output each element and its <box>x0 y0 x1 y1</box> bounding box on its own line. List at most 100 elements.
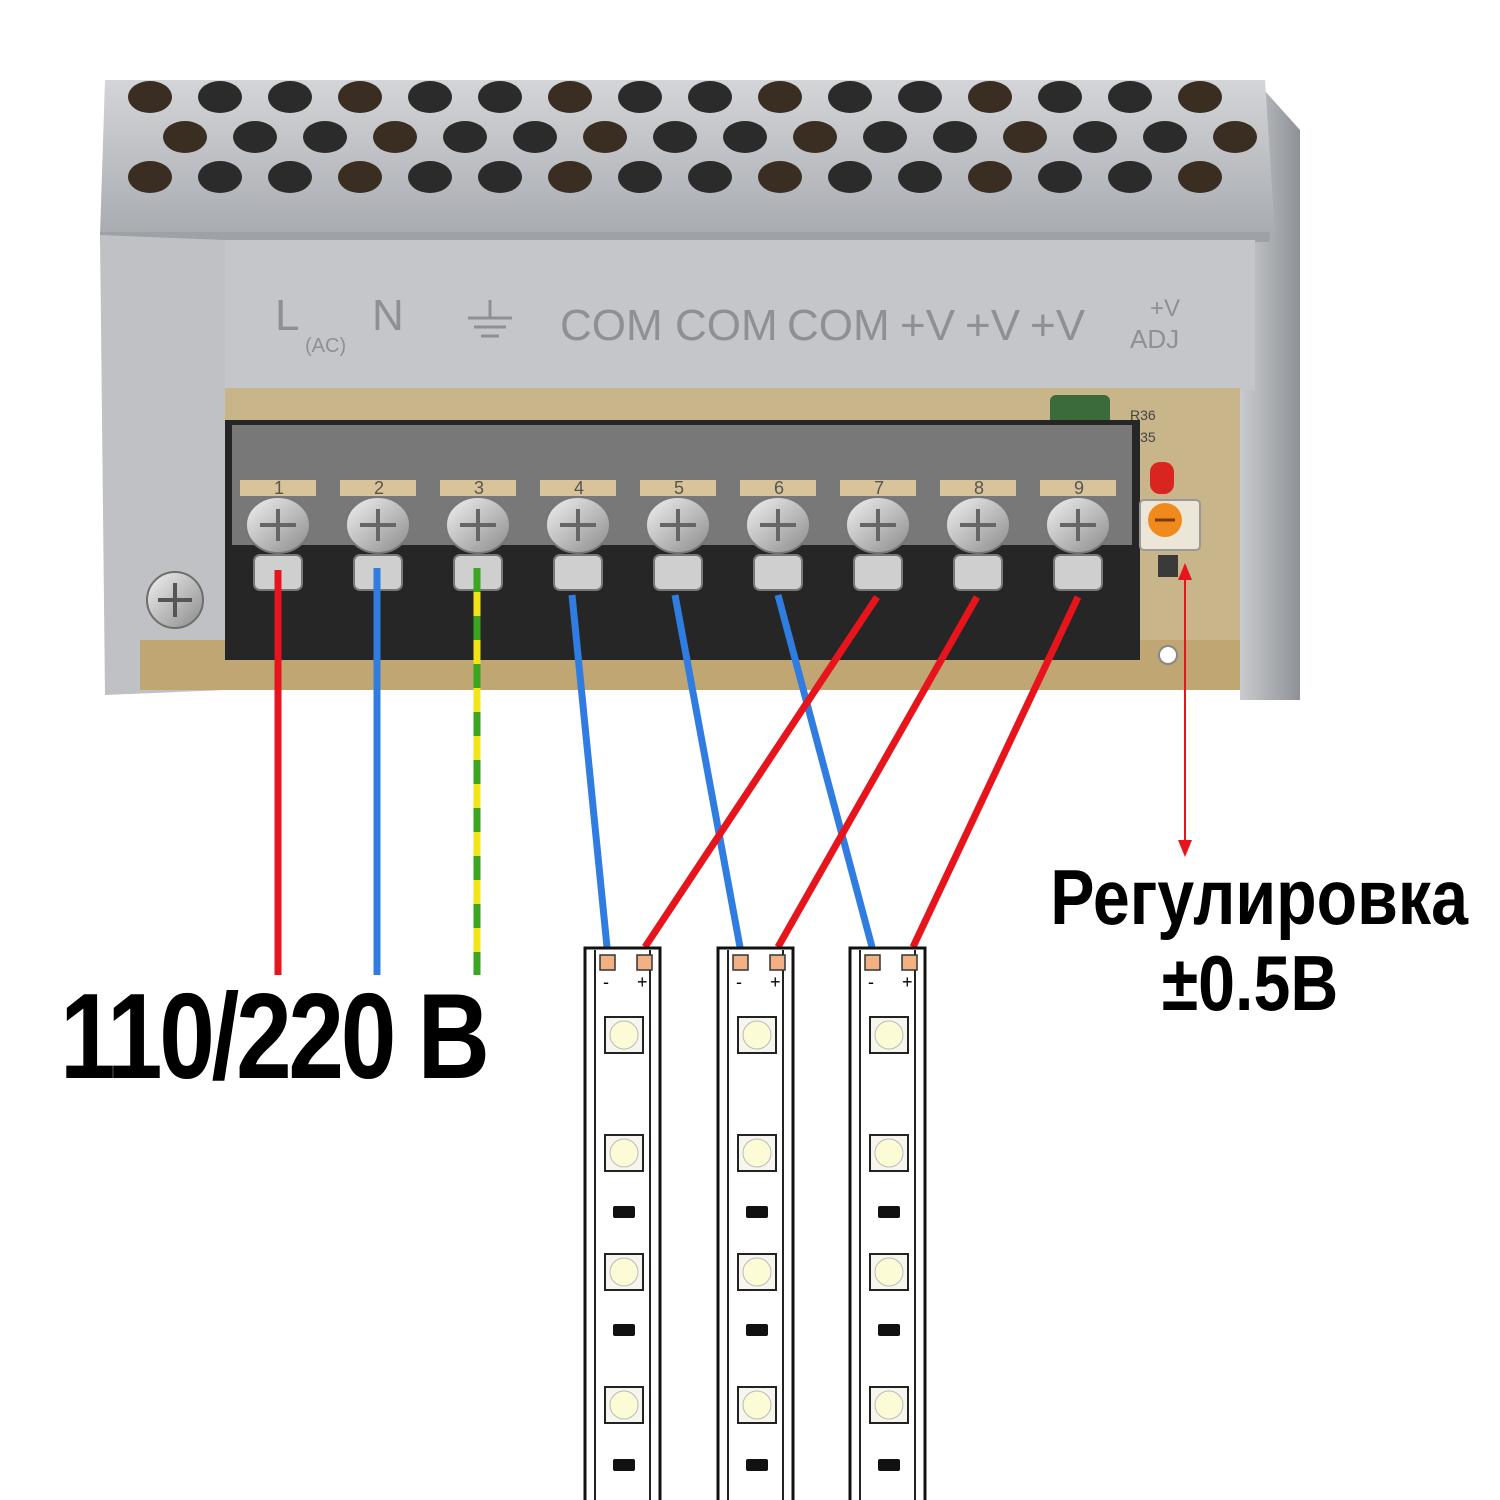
vent-hole <box>933 121 977 153</box>
vent-hole <box>583 121 627 153</box>
label-com-2: COM <box>675 301 778 350</box>
vent-hole <box>128 161 172 193</box>
led-strip-2: -+ <box>716 946 795 1500</box>
led-strip-1: -+ <box>583 946 662 1500</box>
terminal-number: 9 <box>1074 478 1084 498</box>
vent-hole <box>1108 81 1152 113</box>
strip-pad-plus <box>769 954 786 971</box>
strip-pad-plus <box>636 954 653 971</box>
led-indicator <box>1150 462 1174 494</box>
label-adj: ADJ <box>1130 324 1179 354</box>
vent-hole <box>338 161 382 193</box>
label-com-3: COM <box>787 301 890 350</box>
terminal-number-plate <box>240 480 316 496</box>
terminal-number-plate <box>740 480 816 496</box>
vent-hole <box>618 81 662 113</box>
vent-hole <box>863 121 907 153</box>
vent-hole <box>1108 161 1152 193</box>
vent-hole <box>758 161 802 193</box>
strip-resistor <box>613 1324 635 1336</box>
terminal-screw[interactable] <box>245 496 311 554</box>
vent-hole <box>618 161 662 193</box>
terminal-screw[interactable] <box>845 496 911 554</box>
strip-plus-mark: + <box>770 972 781 992</box>
psu-label-plate <box>225 240 1255 390</box>
strip-minus-mark: - <box>736 972 742 992</box>
terminal-screw[interactable] <box>1045 496 1111 554</box>
terminal-number: 1 <box>274 478 284 498</box>
label-plus-v-1: +V <box>900 301 956 350</box>
terminal-number: 7 <box>874 478 884 498</box>
strip-pad-plus <box>901 954 918 971</box>
terminal-clamp <box>753 554 803 591</box>
vent-hole <box>1038 81 1082 113</box>
strip-pad-minus <box>864 954 881 971</box>
vent-hole <box>1143 121 1187 153</box>
pcb-label-r36: R36 <box>1130 407 1156 423</box>
vent-hole <box>968 161 1012 193</box>
strip-resistor <box>878 1459 900 1471</box>
terminal-screw[interactable] <box>945 496 1011 554</box>
terminal-number-plate <box>640 480 716 496</box>
vent-hole <box>828 81 872 113</box>
adjust-label: Регулировка ±0.5В <box>1050 853 1468 1027</box>
psu-top-cover <box>100 80 1275 235</box>
vent-hole <box>513 121 557 153</box>
vent-hole <box>653 121 697 153</box>
terminal-number-plate <box>440 480 516 496</box>
vent-hole <box>198 81 242 113</box>
vent-hole <box>548 161 592 193</box>
vent-hole <box>408 81 452 113</box>
vent-hole <box>1213 121 1257 153</box>
positive-wire-strip-3 <box>909 595 1082 949</box>
adjust-label-line2: ±0.5В <box>1161 938 1339 1027</box>
input-voltage-label: 110/220 В <box>60 968 490 1104</box>
vent-hole <box>1178 161 1222 193</box>
terminal-clamp <box>853 554 903 591</box>
terminal-labels: L N (AC) COM COM COM +V +V +V +V ADJ <box>275 291 1180 357</box>
power-supply-unit: L N (AC) COM COM COM +V +V +V +V ADJ R36… <box>100 80 1300 700</box>
strip-resistor <box>613 1459 635 1471</box>
terminal-number-plate <box>940 480 1016 496</box>
terminal-screw[interactable] <box>745 496 811 554</box>
terminal-number: 6 <box>774 478 784 498</box>
strip-resistor <box>878 1324 900 1336</box>
psu-front-lip <box>100 232 1270 242</box>
strip-plus-mark: + <box>637 972 648 992</box>
vent-hole <box>1073 121 1117 153</box>
label-ac: (AC) <box>305 335 346 357</box>
terminal-screw[interactable] <box>645 496 711 554</box>
terminal-clamp <box>553 554 603 591</box>
vent-hole <box>338 81 382 113</box>
vent-hole <box>723 121 767 153</box>
strip-pad-minus <box>732 954 749 971</box>
strip-minus-mark: - <box>868 972 874 992</box>
led-strip-3: -+ <box>848 946 927 1500</box>
positive-wire-strip-1 <box>642 595 880 949</box>
vent-hole <box>303 121 347 153</box>
vent-hole <box>128 81 172 113</box>
terminal-number: 3 <box>474 478 484 498</box>
negative-wire-strip-1 <box>568 594 611 948</box>
terminal-number-plate <box>1040 480 1116 496</box>
label-plus-v-adj: +V <box>1150 295 1180 322</box>
label-l: L <box>275 291 299 340</box>
terminal-screw[interactable] <box>445 496 511 554</box>
terminal-screw[interactable] <box>545 496 611 554</box>
terminal-number-plate <box>340 480 416 496</box>
vent-hole <box>898 161 942 193</box>
vent-hole <box>268 161 312 193</box>
label-com-1: COM <box>560 301 663 350</box>
terminal-screw[interactable] <box>345 496 411 554</box>
terminal-clamp <box>1053 554 1103 591</box>
adjust-potentiometer[interactable] <box>1139 499 1201 577</box>
vent-hole <box>1003 121 1047 153</box>
vent-hole <box>968 81 1012 113</box>
adjust-label-line1: Регулировка <box>1050 853 1468 941</box>
terminal-number: 2 <box>374 478 384 498</box>
led-strips: -+-+-+ <box>583 946 927 1500</box>
vent-hole <box>408 161 452 193</box>
vent-hole <box>688 161 732 193</box>
vent-hole <box>688 81 732 113</box>
